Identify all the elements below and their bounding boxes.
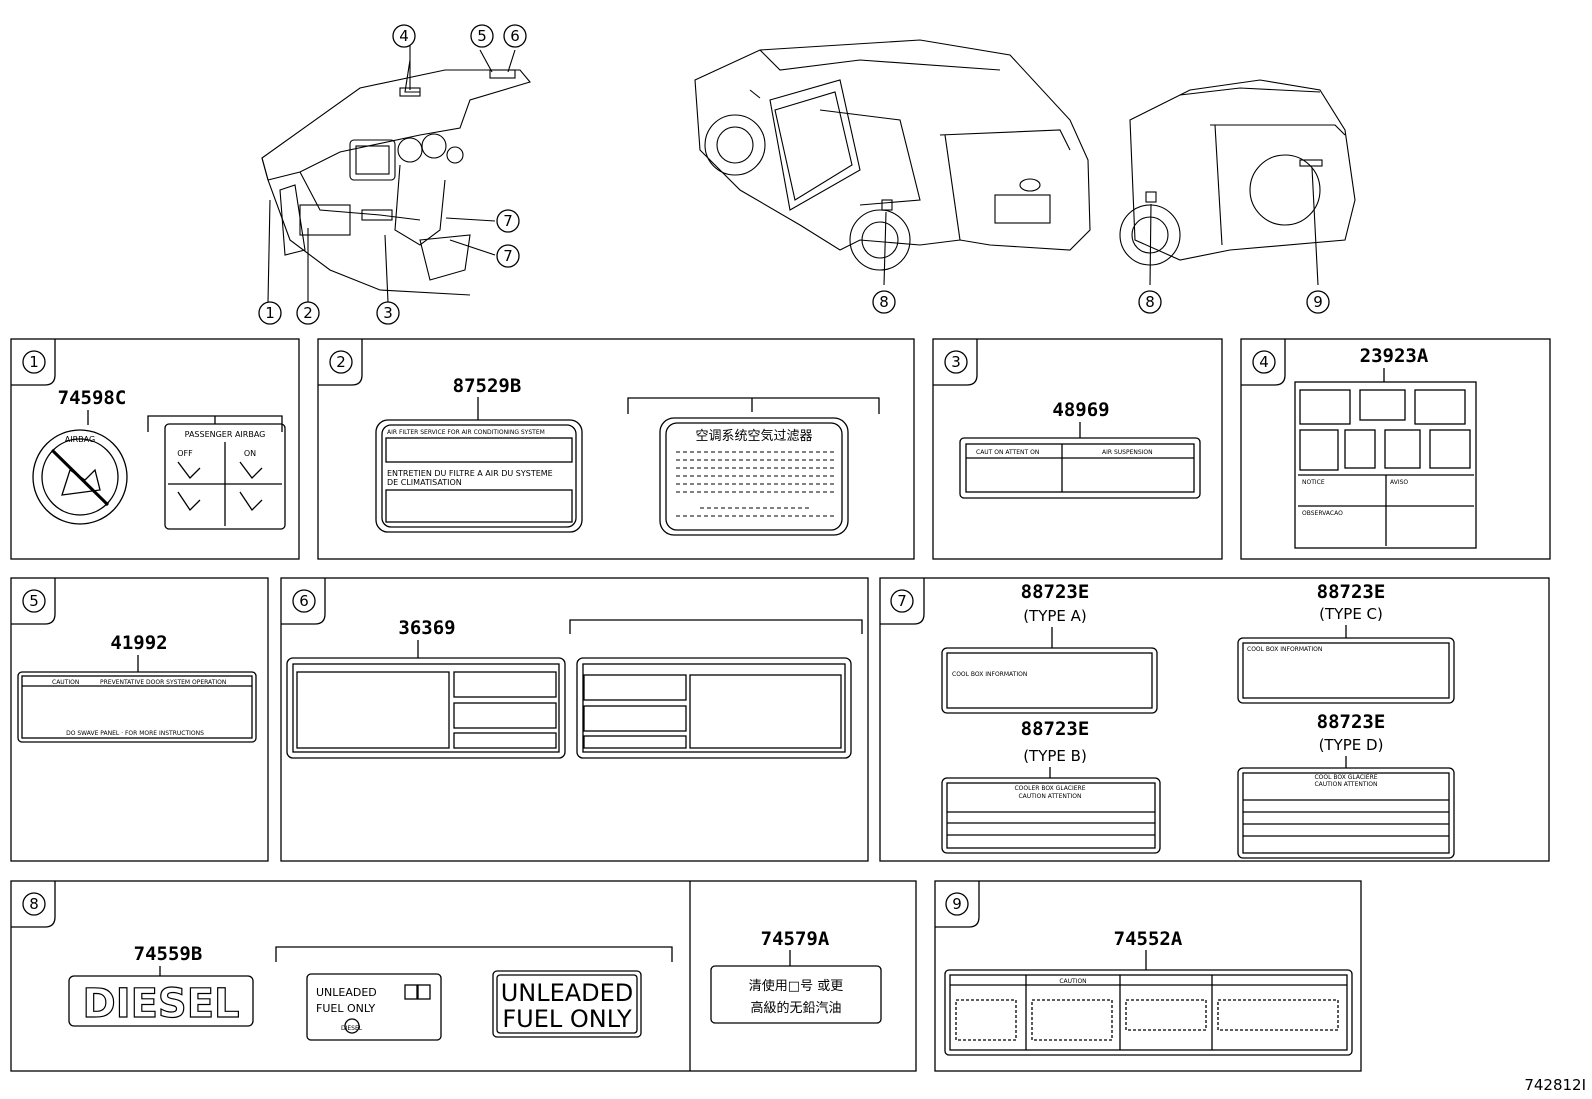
type-c-label: (TYPE C) xyxy=(1319,605,1383,623)
p4-notice: NOTICE xyxy=(1302,479,1325,486)
callout-7a: 7 xyxy=(496,209,520,233)
unleaded-big-1: UNLEADED xyxy=(501,979,634,1007)
callout-4: 4 xyxy=(392,24,416,48)
p4-observacao: OBSERVACAO xyxy=(1302,510,1343,517)
callout-1: 1 xyxy=(258,301,282,325)
part-23923A: 23923A xyxy=(1360,345,1429,367)
airbag-on-text: ON xyxy=(244,449,256,458)
part-41992: 41992 xyxy=(110,632,167,654)
panel-1-number: 1 xyxy=(29,353,39,371)
top-callouts: 1 2 3 4 5 6 7 7 8 8 9 xyxy=(258,24,1330,325)
vehicle-rear-open-door-illustration xyxy=(694,39,1091,286)
svg-text:7: 7 xyxy=(503,247,513,265)
type-d-part: 88723E xyxy=(1317,711,1386,733)
type-d-caution: CAUTION ATTENTION xyxy=(1314,781,1377,788)
airbag-off-text: OFF xyxy=(177,449,193,458)
panel-6: 6 36369 xyxy=(280,577,869,862)
panel-2: 2 87529B AIR FILTER SERVICE FOR AIR COND… xyxy=(317,338,915,560)
afs-line3: DE CLIMATISATION xyxy=(387,478,462,487)
type-a-part: 88723E xyxy=(1021,581,1090,603)
panel-5-number: 5 xyxy=(29,592,39,610)
svg-text:3: 3 xyxy=(383,304,393,322)
svg-text:8: 8 xyxy=(879,293,889,311)
svg-text:9: 9 xyxy=(1313,293,1323,311)
panel-1: 1 74598C AIRBAG PASSENGER AIRBAG OFF ON xyxy=(10,338,300,560)
svg-text:5: 5 xyxy=(477,27,487,45)
cn-fuel-line2: 高級的无鉛汽油 xyxy=(750,1000,841,1016)
type-b-part: 88723E xyxy=(1021,718,1090,740)
callout-9: 9 xyxy=(1306,290,1330,314)
diagram-id: 742812I xyxy=(1524,1076,1586,1094)
part-74552A: 74552A xyxy=(1114,928,1183,950)
type-c-part: 88723E xyxy=(1317,581,1386,603)
type-b-caution: CAUTION ATTENTION xyxy=(1018,793,1081,800)
diesel-emblem-text: DIESEL xyxy=(82,981,239,1027)
type-b-text: COOLER BOX GLACIERE xyxy=(1014,785,1085,792)
svg-text:6: 6 xyxy=(510,27,520,45)
svg-text:2: 2 xyxy=(303,304,313,322)
panel-7: 7 88723E (TYPE A) COOL BOX INFORMATION 8… xyxy=(879,577,1550,862)
callout-3: 3 xyxy=(376,301,400,325)
panel-4-number: 4 xyxy=(1259,353,1269,371)
p5-footer: DO SWAVE PANEL · FOR MORE INSTRUCTIONS xyxy=(66,730,204,737)
callout-8a: 8 xyxy=(872,290,896,314)
p5-caution: CAUTION xyxy=(52,679,79,686)
type-d-label: (TYPE D) xyxy=(1319,736,1384,754)
afs-line1: AIR FILTER SERVICE FOR AIR CONDITIONING … xyxy=(387,429,545,436)
p5-header2: PREVENTATIVE DOOR SYSTEM OPERATION xyxy=(100,679,226,686)
panel-3-number: 3 xyxy=(951,353,961,371)
panel-6-number: 6 xyxy=(299,592,309,610)
p9-caution: CAUTION xyxy=(1059,978,1086,985)
type-c-text: COOL BOX INFORMATION xyxy=(1247,646,1322,653)
type-d-text: COOL BOX GLACIERE xyxy=(1314,774,1377,781)
panel-3: 3 48969 CAUT ON ATTENT ON AIR SUSPENSION xyxy=(932,338,1223,560)
part-36369: 36369 xyxy=(398,617,455,639)
panel-5: 5 41992 CAUTION PREVENTATIVE DOOR SYSTEM… xyxy=(10,577,269,862)
part-74579A: 74579A xyxy=(761,928,830,950)
callout-7b: 7 xyxy=(496,244,520,268)
type-a-text: COOL BOX INFORMATION xyxy=(952,671,1027,678)
callout-6: 6 xyxy=(503,24,527,48)
part-87529B: 87529B xyxy=(453,375,522,397)
callout-8b: 8 xyxy=(1138,290,1162,314)
panel-8-number: 8 xyxy=(29,895,39,913)
panel-4: 4 23923A NOTICE AVISO OBSERVACAO xyxy=(1240,338,1551,560)
type-b-label: (TYPE B) xyxy=(1023,747,1087,765)
panel-9-number: 9 xyxy=(952,895,962,913)
panel-7-number: 7 xyxy=(897,592,907,610)
p4-aviso: AVISO xyxy=(1390,479,1408,486)
svg-text:7: 7 xyxy=(503,212,513,230)
panel-2-number: 2 xyxy=(336,353,346,371)
unleaded-small-2: FUEL ONLY xyxy=(316,1002,376,1015)
unleaded-small-1: UNLEADED xyxy=(316,986,377,999)
dashboard-illustration xyxy=(261,45,531,303)
afs-line2: ENTRETIEN DU FILTRE A AIR DU SYSTEME xyxy=(387,469,553,478)
part-74559B: 74559B xyxy=(134,943,203,965)
callout-2: 2 xyxy=(296,301,320,325)
panel-9: 9 74552A CAUTION xyxy=(934,880,1362,1072)
svg-text:1: 1 xyxy=(265,304,275,322)
vehicle-rear-illustration xyxy=(1119,79,1356,286)
panel-8: 8 74559B DIESEL UNLEADED FUEL ONLY DIESE… xyxy=(10,880,917,1072)
callout-5: 5 xyxy=(470,24,494,48)
passenger-airbag-title: PASSENGER AIRBAG xyxy=(185,430,266,439)
airbag-ring-text: AIRBAG xyxy=(65,435,95,444)
type-a-label: (TYPE A) xyxy=(1023,607,1087,625)
part-74598C: 74598C xyxy=(58,387,127,409)
part-48969: 48969 xyxy=(1052,399,1109,421)
svg-text:8: 8 xyxy=(1145,293,1155,311)
cn-fuel-line1: 清使用□号 或更 xyxy=(749,978,843,994)
small-diesel-text: DIESEL xyxy=(341,1025,363,1032)
p3-air-suspension: AIR SUSPENSION xyxy=(1102,449,1153,456)
afs-cn-title: 空调系统空気过滤器 xyxy=(695,428,812,444)
unleaded-big-2: FUEL ONLY xyxy=(502,1005,632,1033)
svg-text:4: 4 xyxy=(399,27,409,45)
p3-caution: CAUT ON ATTENT ON xyxy=(976,449,1039,456)
